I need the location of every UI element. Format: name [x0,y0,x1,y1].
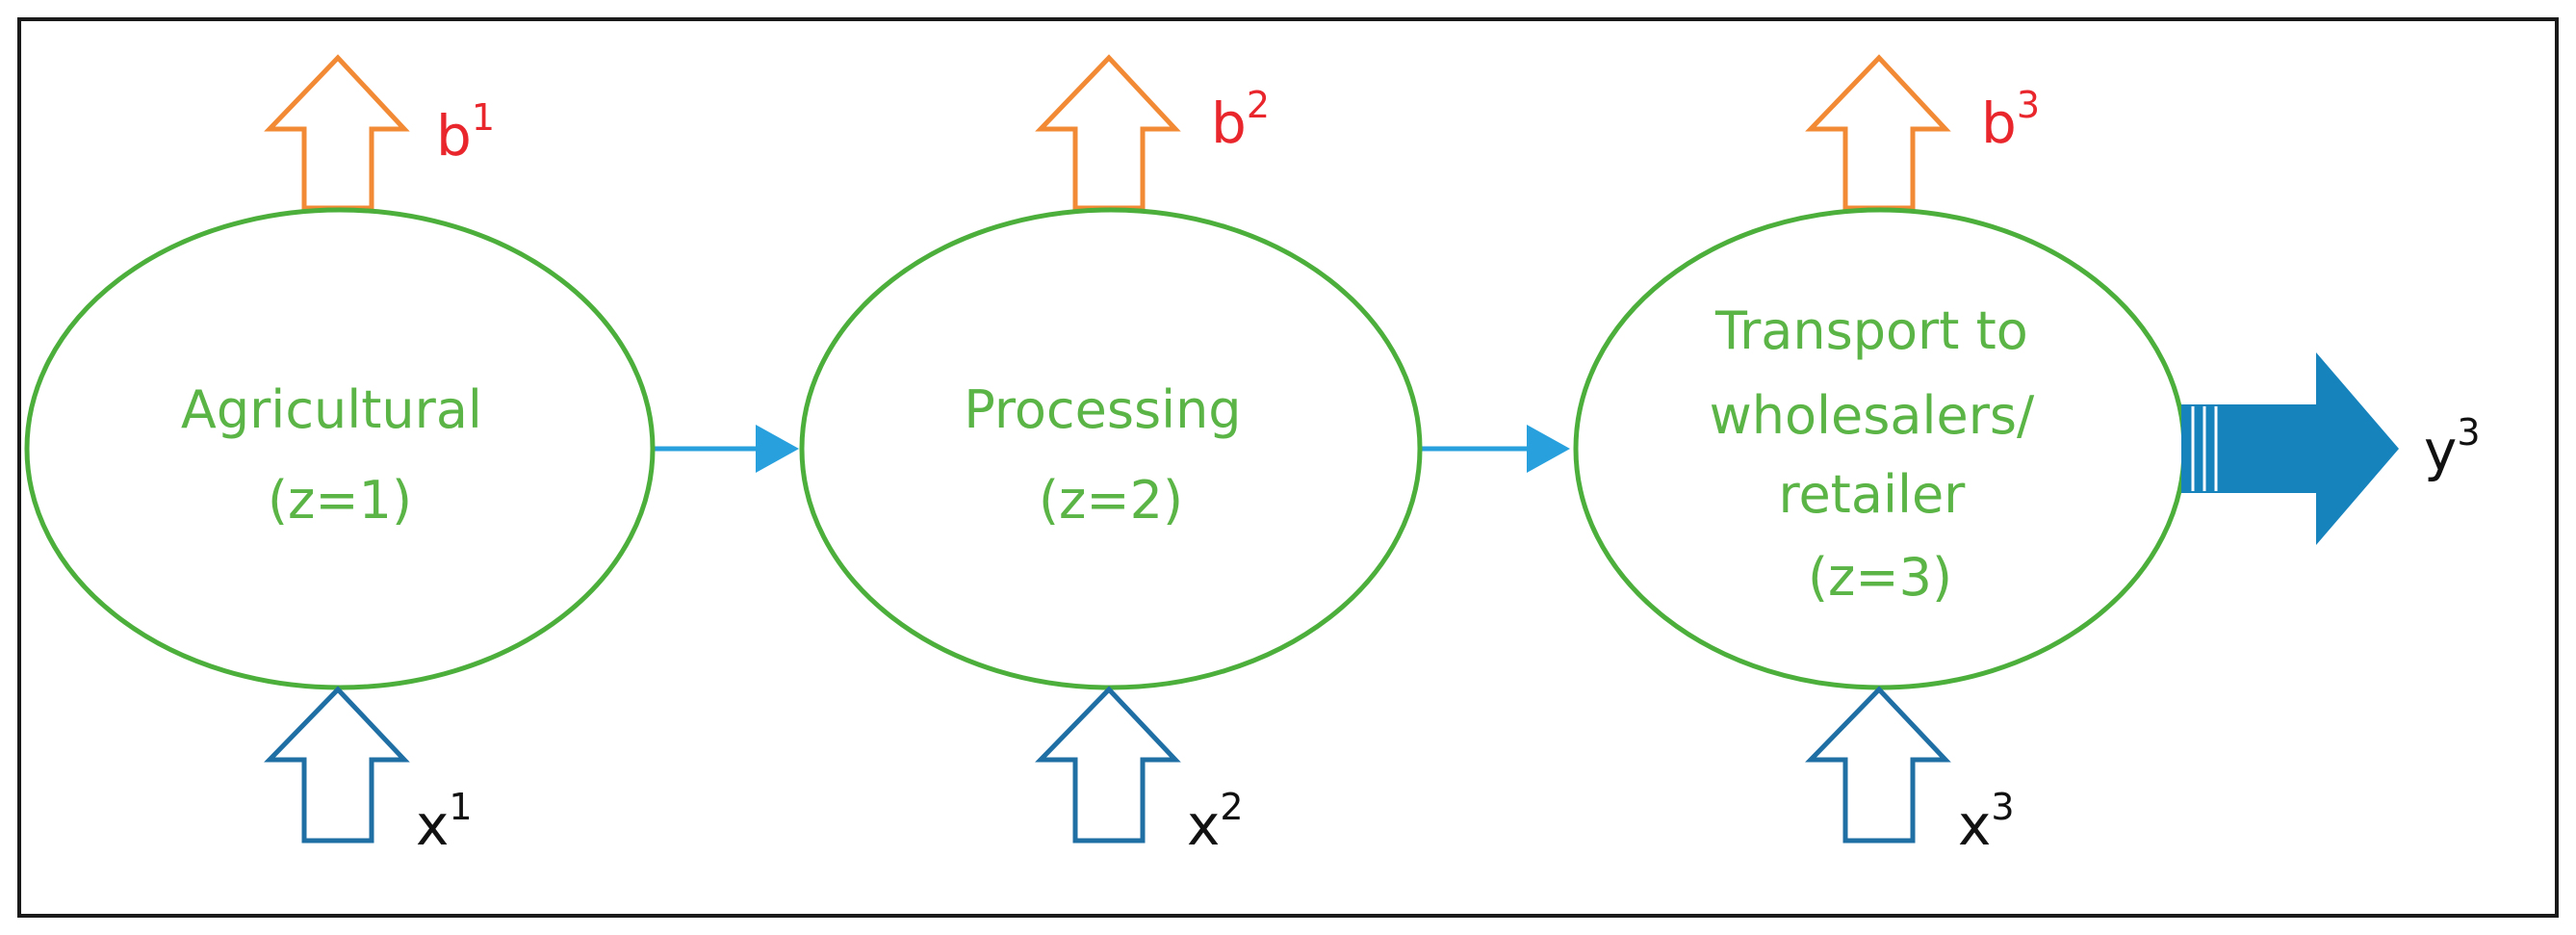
stage-1: b1 Agricultural (z=1) x1 [24,54,656,858]
byproduct-label-2: b2 [1211,84,1270,156]
output-label: y3 [2424,411,2481,483]
byproduct-index-2: 2 [1247,84,1270,126]
byproduct-label-3: b3 [1981,84,2040,156]
input-label-2: x2 [1187,786,1244,858]
input-symbol-3: x [1958,792,1991,858]
stage-node-transport [1573,207,2187,690]
diagram-frame [17,17,2559,918]
byproduct-arrow-2 [1035,54,1181,211]
input-symbol-1: x [416,792,449,858]
byproduct-symbol-1: b [436,103,472,169]
byproduct-index-1: 1 [472,96,495,139]
stage-3: b3 Transport to wholesalers/ retailer (z… [1573,54,2187,858]
byproduct-label-1: b1 [436,96,495,169]
input-index-1: 1 [449,786,472,828]
input-arrow-2 [1035,686,1181,844]
input-symbol-2: x [1187,792,1220,858]
stage-2-name: Processing [964,379,1241,440]
stage-2-index: (z=2) [1039,470,1183,531]
byproduct-arrow-3 [1805,54,1951,211]
output-index: 3 [2457,411,2480,454]
flow-arrow-1-to-2 [647,425,799,473]
byproduct-index-3: 3 [2017,84,2040,126]
stage-3-index: (z=3) [1808,547,1952,608]
input-index-2: 2 [1220,786,1243,828]
stage-label-agricultural: Agricultural (z=1) [181,379,499,531]
stage-label-processing: Processing (z=2) [964,379,1258,531]
stage-1-index: (z=1) [268,470,412,531]
stage-1-name: Agricultural [181,379,482,440]
output-symbol: y [2424,418,2457,483]
flow-arrow-2-to-3 [1418,425,1570,473]
stage-node-agricultural [24,207,656,690]
input-arrow-3 [1805,686,1951,844]
input-label-1: x1 [416,786,473,858]
input-label-3: x3 [1958,786,2015,858]
stage-label-transport: Transport to wholesalers/ retailer (z=3) [1710,300,2051,608]
byproduct-symbol-2: b [1211,91,1247,156]
stage-3-line-1: Transport to [1714,300,2028,361]
output-arrow [2181,352,2399,545]
stage-node-processing [799,207,1423,690]
byproduct-symbol-3: b [1981,91,2017,156]
stage-3-line-2: wholesalers/ [1710,385,2035,446]
stage-3-line-3: retailer [1778,464,1966,525]
byproduct-arrow-1 [264,54,410,211]
input-arrow-1 [264,686,410,844]
stage-2: b2 Processing (z=2) x2 [799,54,1423,858]
input-index-3: 3 [1991,786,2014,828]
